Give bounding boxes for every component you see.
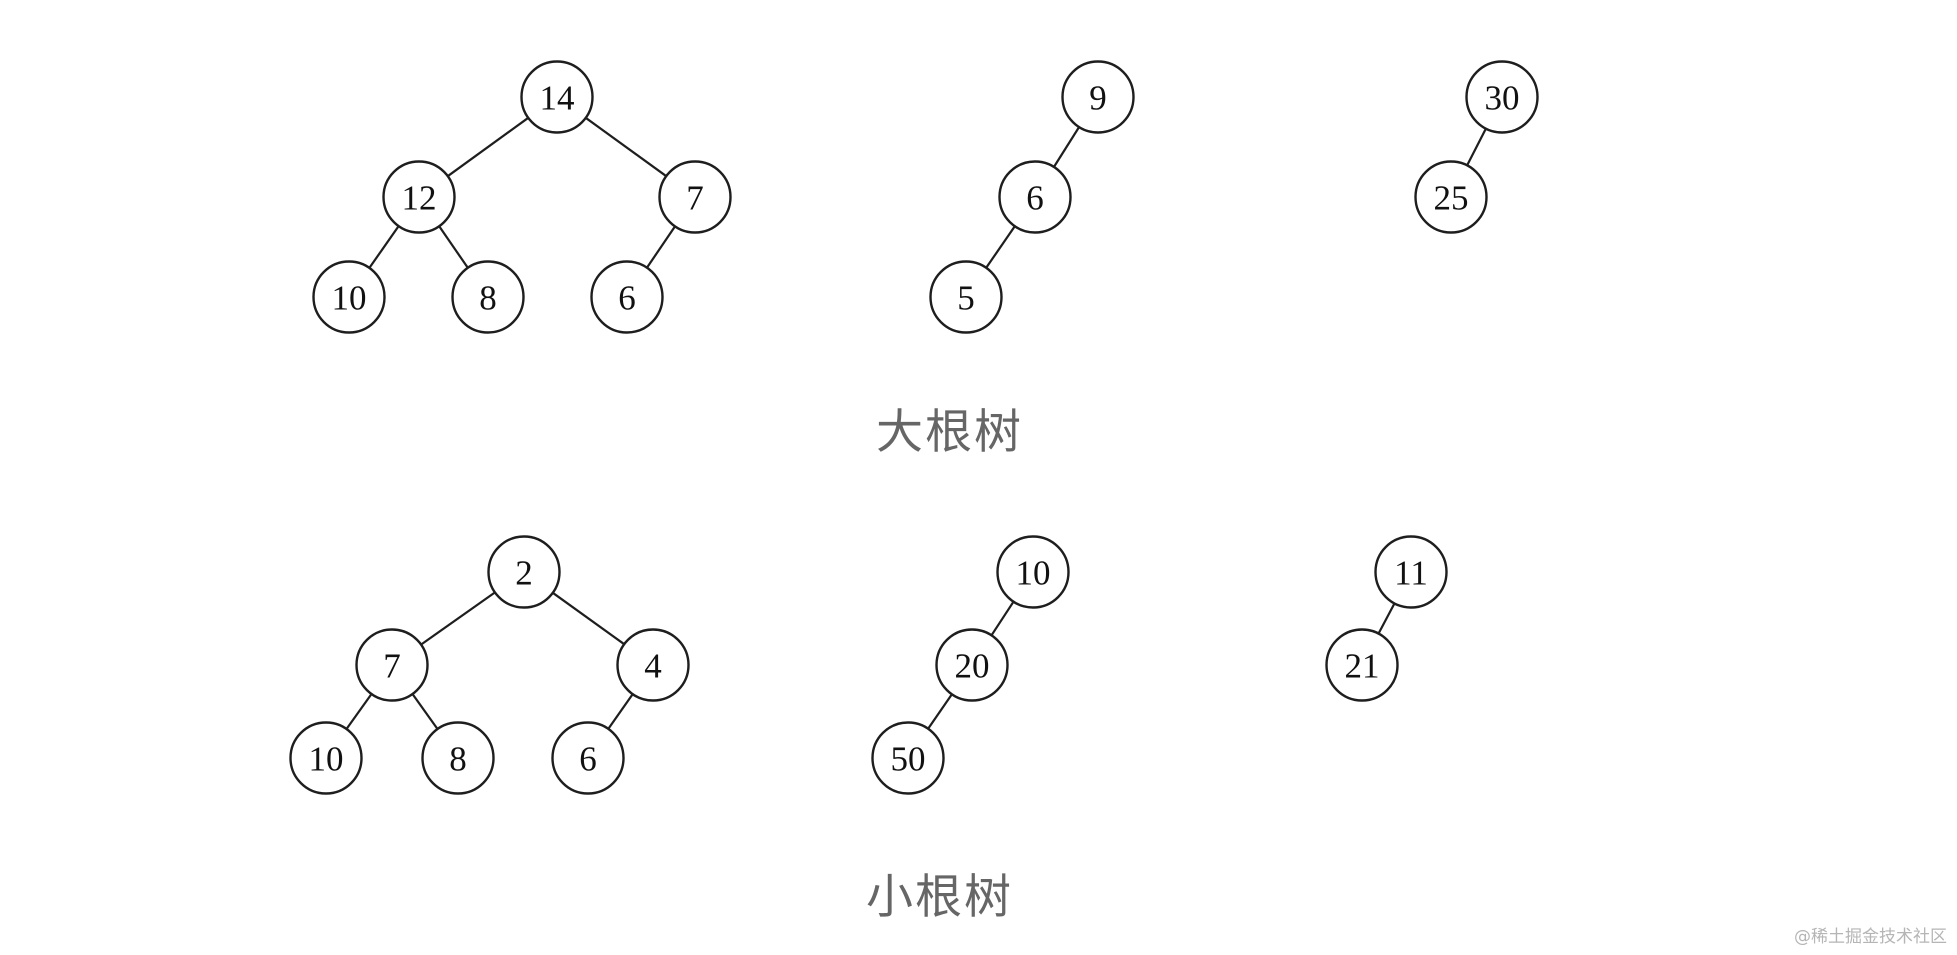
max-heap-tree-3-edge bbox=[1466, 128, 1487, 166]
min-heap-title: 小根树 bbox=[866, 870, 1013, 925]
max-heap-tree-2-edge bbox=[985, 225, 1016, 269]
node-circle bbox=[312, 260, 386, 334]
max-heap-tree-1-node: 8 bbox=[451, 260, 525, 334]
max-heap-tree-1-edge bbox=[646, 225, 676, 269]
min-heap-tree-2-edge bbox=[927, 693, 953, 730]
node-label: 7 bbox=[383, 647, 401, 686]
min-heap-tree-3-node: 11 bbox=[1374, 535, 1448, 609]
node-label: 30 bbox=[1485, 79, 1520, 118]
node-circle bbox=[1325, 628, 1399, 702]
edges-layer bbox=[345, 116, 1487, 730]
node-circle bbox=[289, 721, 363, 795]
min-heap-tree-2-node: 10 bbox=[996, 535, 1070, 609]
min-heap-tree-1-edge bbox=[552, 591, 625, 646]
node-label: 8 bbox=[449, 740, 467, 779]
max-heap-tree-2-node: 9 bbox=[1061, 60, 1135, 134]
max-heap-tree-1-node: 14 bbox=[520, 60, 594, 134]
max-heap-tree-3-node: 30 bbox=[1465, 60, 1539, 134]
node-label: 10 bbox=[332, 279, 367, 318]
node-circle bbox=[935, 628, 1009, 702]
min-heap-tree-1-node: 2 bbox=[487, 535, 561, 609]
nodes-layer: 14 12 7 10 8 6 9 6 5 30 25 2 7 4 10 8 6 10 20 50 11 21 bbox=[289, 60, 1539, 795]
max-heap-tree-3-node: 25 bbox=[1414, 160, 1488, 234]
node-label: 5 bbox=[957, 279, 975, 318]
min-heap-tree-1-edge bbox=[607, 693, 634, 730]
node-label: 14 bbox=[540, 79, 575, 118]
max-heap-tree-1-node: 12 bbox=[382, 160, 456, 234]
node-circle bbox=[355, 628, 429, 702]
node-label: 10 bbox=[1016, 554, 1051, 593]
max-heap-tree-1-node: 10 bbox=[312, 260, 386, 334]
node-label: 11 bbox=[1394, 554, 1428, 593]
min-heap-tree-1-edge bbox=[420, 591, 496, 646]
node-circle bbox=[421, 721, 495, 795]
max-heap-tree-1-edge bbox=[438, 225, 469, 269]
node-label: 21 bbox=[1345, 647, 1380, 686]
node-circle bbox=[520, 60, 594, 134]
min-heap-tree-2-node: 20 bbox=[935, 628, 1009, 702]
watermark: @稀土掘金技术社区 bbox=[1794, 927, 1947, 947]
node-circle bbox=[1414, 160, 1488, 234]
node-label: 6 bbox=[579, 740, 597, 779]
max-heap-tree-2-node: 6 bbox=[998, 160, 1072, 234]
min-heap-tree-1-node: 7 bbox=[355, 628, 429, 702]
node-circle bbox=[929, 260, 1003, 334]
node-label: 25 bbox=[1434, 179, 1469, 218]
node-circle bbox=[551, 721, 625, 795]
node-circle bbox=[616, 628, 690, 702]
node-label: 50 bbox=[891, 740, 926, 779]
node-circle bbox=[1061, 60, 1135, 134]
node-circle bbox=[590, 260, 664, 334]
min-heap-tree-1-node: 10 bbox=[289, 721, 363, 795]
node-circle bbox=[1465, 60, 1539, 134]
max-heap-tree-1-edge bbox=[585, 116, 667, 178]
min-heap-tree-3-edge bbox=[1377, 602, 1396, 635]
min-heap-tree-1-node: 4 bbox=[616, 628, 690, 702]
node-circle bbox=[996, 535, 1070, 609]
node-label: 6 bbox=[1026, 179, 1044, 218]
min-heap-tree-1-node: 6 bbox=[551, 721, 625, 795]
max-heap-tree-2-node: 5 bbox=[929, 260, 1003, 334]
node-label: 10 bbox=[309, 740, 344, 779]
min-heap-tree-1-edge bbox=[411, 693, 439, 730]
max-heap-tree-1-node: 6 bbox=[590, 260, 664, 334]
max-heap-tree-1-edge bbox=[368, 225, 400, 269]
node-label: 4 bbox=[644, 647, 662, 686]
node-circle bbox=[487, 535, 561, 609]
node-circle bbox=[1374, 535, 1448, 609]
node-label: 8 bbox=[479, 279, 497, 318]
node-label: 2 bbox=[515, 554, 533, 593]
max-heap-tree-1-node: 7 bbox=[658, 160, 732, 234]
min-heap-tree-2-node: 50 bbox=[871, 721, 945, 795]
min-heap-tree-2-edge bbox=[990, 601, 1015, 636]
min-heap-tree-1-edge bbox=[345, 693, 373, 730]
node-label: 9 bbox=[1089, 79, 1107, 118]
min-heap-tree-3-node: 21 bbox=[1325, 628, 1399, 702]
node-circle bbox=[451, 260, 525, 334]
node-label: 7 bbox=[686, 179, 704, 218]
node-circle bbox=[382, 160, 456, 234]
node-label: 6 bbox=[618, 279, 636, 318]
node-label: 20 bbox=[955, 647, 990, 686]
max-heap-tree-2-edge bbox=[1052, 126, 1081, 168]
node-circle bbox=[871, 721, 945, 795]
max-heap-title: 大根树 bbox=[876, 405, 1023, 460]
node-circle bbox=[998, 160, 1072, 234]
node-label: 12 bbox=[402, 179, 437, 218]
node-circle bbox=[658, 160, 732, 234]
min-heap-tree-1-node: 8 bbox=[421, 721, 495, 795]
max-heap-tree-1-edge bbox=[447, 116, 529, 178]
